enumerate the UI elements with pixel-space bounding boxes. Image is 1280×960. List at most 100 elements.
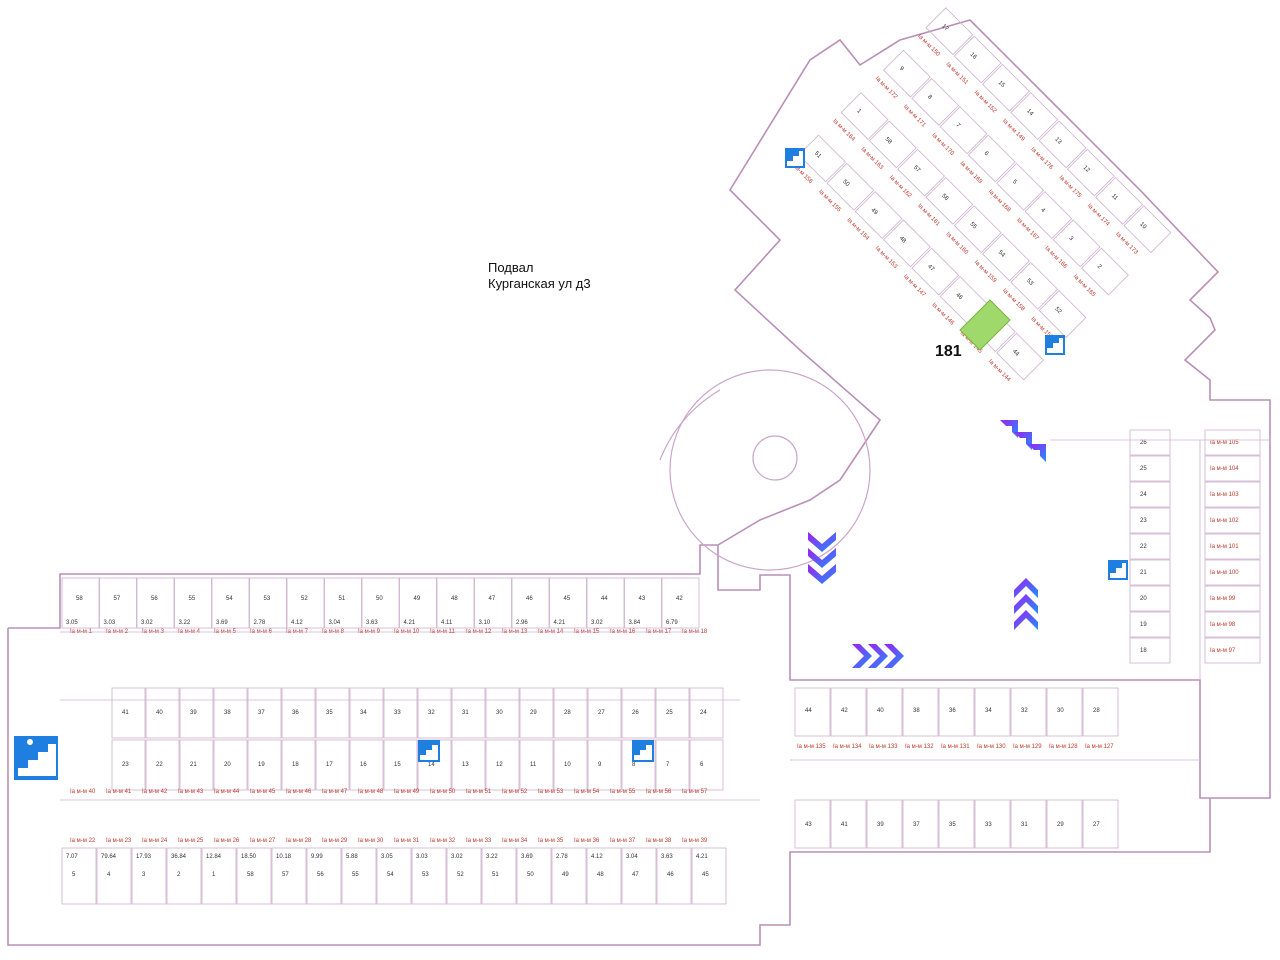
space-label: 46 xyxy=(667,872,674,878)
space-label: Iа м-м 169 xyxy=(959,161,984,186)
space-label: 30 xyxy=(496,710,503,716)
space-label: 3.04 xyxy=(329,620,341,626)
space-label: 54 xyxy=(226,596,233,602)
storage-cell xyxy=(1129,559,1171,586)
highlight-label: 181 xyxy=(935,343,962,360)
space-label: Iа м-м 154 xyxy=(845,217,870,242)
space-label: Iа м-м 172 xyxy=(874,76,899,101)
space-label: 31 xyxy=(1021,822,1028,828)
space-label: Iа м-м 53 xyxy=(538,789,564,795)
space-label: 48 xyxy=(597,872,604,878)
storage-cell xyxy=(111,687,146,739)
space-label: Iа м-м 144 xyxy=(987,359,1012,384)
space-label: 39 xyxy=(190,710,197,716)
direction-arrows-diagonal xyxy=(1000,420,1046,462)
storage-cell xyxy=(1204,455,1261,482)
space-label: Iа м-м 134 xyxy=(833,744,862,750)
space-label: 4.21 xyxy=(554,620,566,626)
space-label: 12 xyxy=(1082,165,1091,174)
storage-cell xyxy=(519,687,554,739)
space-label: 42 xyxy=(676,596,683,602)
space-label: 12.84 xyxy=(206,854,222,860)
storage-cell xyxy=(1081,247,1129,296)
storage-cell xyxy=(587,687,622,739)
space-label: 11 xyxy=(530,762,537,768)
space-label: Iа м-м 147 xyxy=(902,274,927,299)
storage-cell xyxy=(315,687,350,739)
space-label: 4.12 xyxy=(591,854,603,860)
space-label: 12 xyxy=(496,762,503,768)
space-label: Iа м-м 162 xyxy=(888,175,913,200)
space-label: Iа м-м 150 xyxy=(916,33,941,58)
space-label: Iа м-м 102 xyxy=(1210,518,1239,524)
space-label: 25 xyxy=(1140,466,1147,472)
space-label: 40 xyxy=(877,708,884,714)
space-label: 25 xyxy=(666,710,673,716)
storage-cell xyxy=(451,739,486,791)
space-label: Iа м-м 51 xyxy=(466,789,492,795)
storage-cell xyxy=(691,847,727,905)
space-label: 53 xyxy=(264,596,271,602)
space-label: Iа м-м 34 xyxy=(502,838,528,844)
storage-cell xyxy=(1038,290,1087,338)
storage-cell xyxy=(306,847,342,905)
space-label: 51 xyxy=(492,872,499,878)
highlighted-space-181[interactable]: 181 xyxy=(935,299,1011,360)
space-label: 30 xyxy=(1057,708,1064,714)
space-label: Iа м-м 161 xyxy=(916,203,941,228)
storage-cell xyxy=(1129,429,1171,456)
space-label: 50 xyxy=(841,179,850,188)
space-label: 37 xyxy=(258,710,265,716)
storage-cell xyxy=(830,799,867,849)
space-label: 45 xyxy=(702,872,709,878)
space-label: 22 xyxy=(1140,544,1147,550)
space-label: 23 xyxy=(122,762,129,768)
storage-cell xyxy=(1204,611,1261,638)
space-label: 36 xyxy=(949,708,956,714)
space-label: 8 xyxy=(632,762,636,768)
space-label: 3.10 xyxy=(479,620,491,626)
space-label: Iа м-м 128 xyxy=(1049,744,1078,750)
space-label: Iа м-м 173 xyxy=(1114,231,1139,256)
space-label: 7 xyxy=(666,762,670,768)
space-label: 53 xyxy=(1025,278,1034,287)
stair-icon xyxy=(1045,335,1065,355)
space-label: 49 xyxy=(414,596,421,602)
space-label: 29 xyxy=(530,710,537,716)
storage-cell xyxy=(349,687,384,739)
space-label: 14 xyxy=(428,762,435,768)
space-label: Iа м-м 38 xyxy=(646,838,672,844)
storage-cell xyxy=(1129,585,1171,612)
space-label: Iа м-м 43 xyxy=(178,789,204,795)
space-label: 36 xyxy=(292,710,299,716)
storage-cell xyxy=(553,687,588,739)
space-label: 48 xyxy=(451,596,458,602)
storage-cell xyxy=(549,577,587,629)
space-label: Iа м-м 54 xyxy=(574,789,600,795)
space-label: Iа м-м 105 xyxy=(1210,440,1239,446)
storage-cell xyxy=(866,799,903,849)
storage-cell xyxy=(281,687,316,739)
storage-cell xyxy=(247,687,282,739)
storage-cell xyxy=(341,847,377,905)
storage-cell xyxy=(794,687,831,737)
plan-title: Подвал xyxy=(488,260,534,275)
storage-cell xyxy=(383,687,418,739)
space-label: 35 xyxy=(326,710,333,716)
space-label: 29 xyxy=(1057,822,1064,828)
space-label: Iа м-м 25 xyxy=(178,838,204,844)
space-label: 3.03 xyxy=(416,854,428,860)
storage-cell xyxy=(145,687,180,739)
storage-cell xyxy=(938,687,975,737)
storage-cell xyxy=(798,134,847,183)
space-label: 56 xyxy=(317,872,324,878)
space-label: 6 xyxy=(983,151,990,158)
storage-cell xyxy=(911,247,960,296)
space-label: 40 xyxy=(156,710,163,716)
space-label: Iа м-м 166 xyxy=(1043,245,1068,270)
storage-cell xyxy=(1082,687,1119,737)
space-label: 47 xyxy=(926,264,935,273)
space-label: 3.63 xyxy=(366,620,378,626)
storage-cell xyxy=(1204,637,1261,664)
storage-cell xyxy=(145,739,180,791)
